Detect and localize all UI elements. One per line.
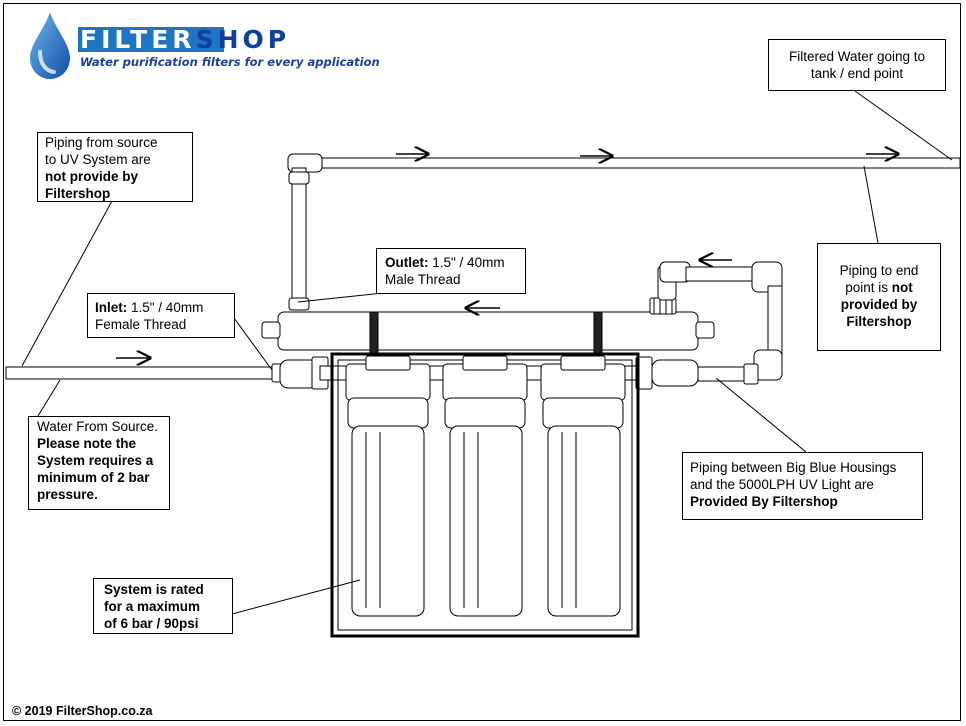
callout-text: minimum of 2 bar (37, 470, 150, 485)
callout-piping-end: Piping to end point is not provided by F… (817, 243, 941, 351)
callout-text: provided by (840, 297, 918, 312)
callout-text: Water From Source. (37, 419, 159, 434)
copyright-text: © 2019 FilterShop.co.za (12, 704, 153, 718)
water-drop-icon (30, 12, 70, 79)
callout-text: Piping to end (839, 263, 919, 278)
logo-wordmark: FILTERSHOP (80, 26, 290, 54)
callout-label: Inlet: (95, 300, 128, 315)
filter-housing-2 (442, 355, 528, 617)
callout-text: pressure. (37, 487, 98, 502)
callout-label: Outlet: (385, 255, 429, 270)
logo-filter-band (78, 27, 224, 52)
callout-text: and the 5000LPH UV Light are (690, 477, 874, 492)
callout-text: Filtered Water going to (788, 49, 926, 64)
callout-leader-lines (21, 90, 953, 615)
callout-text: tank / end point (810, 66, 904, 81)
outlet-pipe-top (287, 153, 961, 311)
callout-text: 1.5" / 40mm (428, 255, 505, 270)
callout-text: for a maximum (104, 599, 201, 614)
callout-system-rated: System is rated for a maximum of 6 bar /… (93, 578, 233, 634)
callout-text: to UV System are (45, 152, 151, 167)
callout-text: of 6 bar / 90psi (104, 616, 199, 631)
callout-text: Piping from source (45, 135, 158, 150)
callout-text: Please note the (37, 436, 137, 451)
callout-text: Filtershop (846, 314, 912, 329)
callout-text: Piping between Big Blue Housings (690, 460, 897, 475)
callout-text: Filtershop (45, 186, 111, 201)
callout-text: System is rated (104, 582, 204, 597)
uv-return-pipe (651, 261, 783, 387)
callout-text: 1.5" / 40mm (127, 300, 204, 315)
callout-text: Provided By Filtershop (690, 494, 838, 509)
logo-tagline: Water purification filters for every app… (80, 55, 380, 69)
filter-housing-1 (345, 355, 431, 617)
callout-text: not (891, 280, 913, 295)
callout-piping-between: Piping between Big Blue Housings and the… (682, 452, 923, 520)
callout-inlet: Inlet: 1.5" / 40mm Female Thread (87, 293, 235, 338)
uv-light-unit (261, 297, 715, 357)
callout-water-source: Water From Source. Please note the Syste… (28, 416, 170, 510)
callout-filtered-water: Filtered Water going to tank / end point (768, 39, 946, 91)
logo-filter-text: FILTER (80, 25, 196, 54)
filter-housing-3 (540, 355, 626, 617)
logo-shop-text: SHOP (195, 25, 291, 54)
callout-text: System requires a (37, 453, 154, 468)
callout-outlet: Outlet: 1.5" / 40mm Male Thread (376, 248, 526, 294)
flow-arrows (116, 154, 898, 358)
callout-text: not provide by (45, 169, 139, 184)
housing-bracket (330, 352, 640, 638)
callout-text: Female Thread (95, 317, 187, 332)
diagram-frame (3, 3, 961, 721)
callout-text: Male Thread (385, 272, 461, 287)
callout-text: point is (845, 280, 892, 295)
callout-piping-source: Piping from source to UV System are not … (37, 132, 193, 202)
